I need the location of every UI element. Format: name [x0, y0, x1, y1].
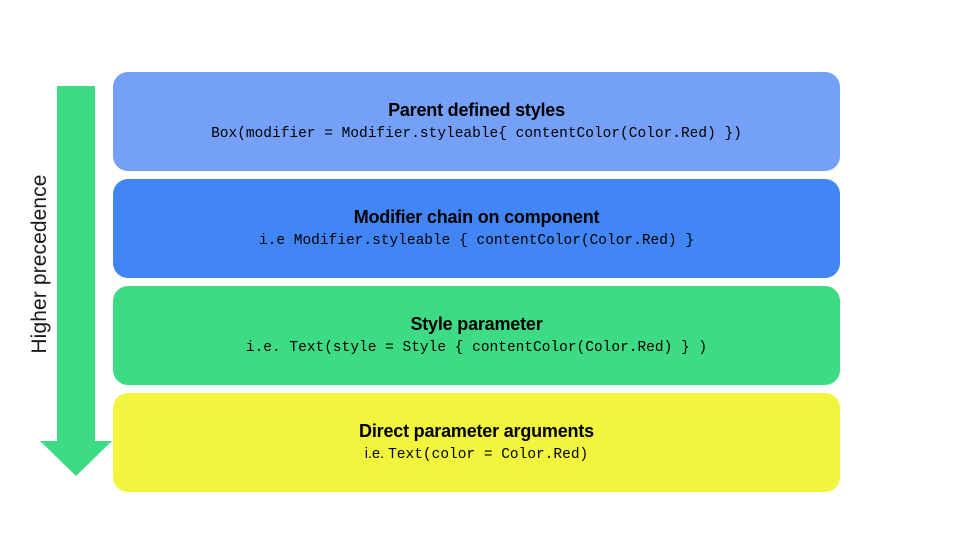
layer-parent-defined-styles[interactable]: Parent defined styles Box(modifier = Mod…: [113, 72, 840, 171]
layer-title: Direct parameter arguments: [359, 420, 594, 441]
layer-code-text: i.e. Text(style = Style { contentColor(C…: [245, 339, 708, 356]
layer-code: i.e Modifier.styleable { contentColor(Co…: [259, 232, 694, 251]
layer-code: Box(modifier = Modifier.styleable{ conte…: [211, 125, 742, 144]
layer-code-prefix: i.e.: [364, 446, 389, 463]
layer-title: Modifier chain on component: [353, 207, 600, 228]
layer-title: Style parameter: [410, 314, 543, 335]
layer-modifier-chain-on-component[interactable]: Modifier chain on component i.e Modifier…: [113, 179, 840, 278]
layer-code-text: Box(modifier = Modifier.styleable{ conte…: [211, 125, 742, 142]
precedence-stack: Parent defined styles Box(modifier = Mod…: [113, 72, 840, 492]
layer-code-text: Text(color = Color.Red): [388, 447, 589, 464]
layer-code: i.e. Text(color = Color.Red): [365, 445, 589, 465]
layer-code-text: i.e Modifier.styleable { contentColor(Co…: [258, 232, 695, 249]
layer-title: Parent defined styles: [388, 100, 565, 121]
precedence-axis: Higher precedence: [0, 72, 113, 492]
layer-style-parameter[interactable]: Style parameter i.e. Text(style = Style …: [113, 286, 840, 385]
layer-direct-parameter-arguments[interactable]: Direct parameter arguments i.e. Text(col…: [113, 393, 840, 492]
down-arrow-icon: [40, 86, 112, 476]
layer-code: i.e. Text(style = Style { contentColor(C…: [246, 339, 707, 358]
